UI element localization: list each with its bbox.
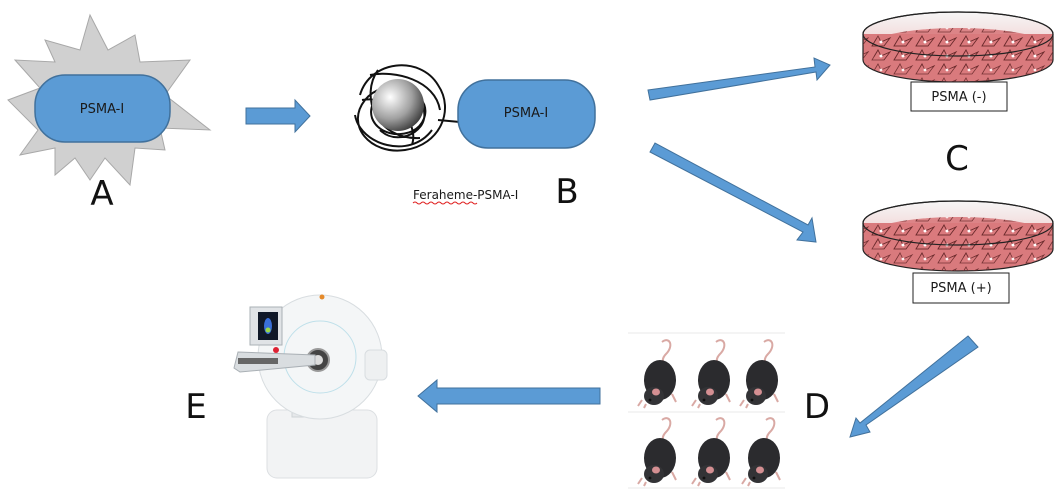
stage-a: PSMA-I A [7,13,212,214]
psma-i-node-a [34,74,171,143]
stage-letter-b: B [555,172,578,212]
mouse-icon [691,339,731,409]
psma-i-label-a: PSMA-I [80,102,124,117]
arrow-icon [849,335,979,438]
scanner-icon [233,294,388,479]
mouse-icon [739,339,779,409]
petri-dish-icon [862,200,1054,272]
psma-positive-label: PSMA (+) [930,281,991,296]
spellcheck-underline [412,201,478,205]
stage-letter-a: A [90,174,113,214]
psma-negative-box [910,81,1008,112]
psma-positive-box [912,272,1010,304]
stage-letter-d: D [804,387,830,427]
petri-dish-icon [862,11,1054,83]
psma-negative-label: PSMA (-) [931,90,986,105]
arrow-icon [417,378,601,414]
mouse-icon [637,339,677,409]
arrow-icon [245,98,311,134]
arrow-icon [647,57,831,101]
nanoparticle-icon [354,64,461,152]
stage-letter-e: E [185,387,206,427]
mouse-icon [691,417,731,487]
mouse-icon [741,417,781,487]
feraheme-caption: Feraheme-PSMA-I [413,188,518,202]
arrow-icon [649,142,817,243]
stage-letter-c: C [945,139,969,179]
psma-i-label-b: PSMA-I [504,106,548,121]
stage-d: D [628,332,830,489]
stage-c: PSMA (-) C PSMA (+) [862,11,1054,304]
mouse-icon [637,417,677,487]
stage-b: PSMA-I Feraheme-PSMA-I B [354,64,596,212]
psma-i-node-b [457,79,596,149]
stage-e: E [185,294,388,479]
